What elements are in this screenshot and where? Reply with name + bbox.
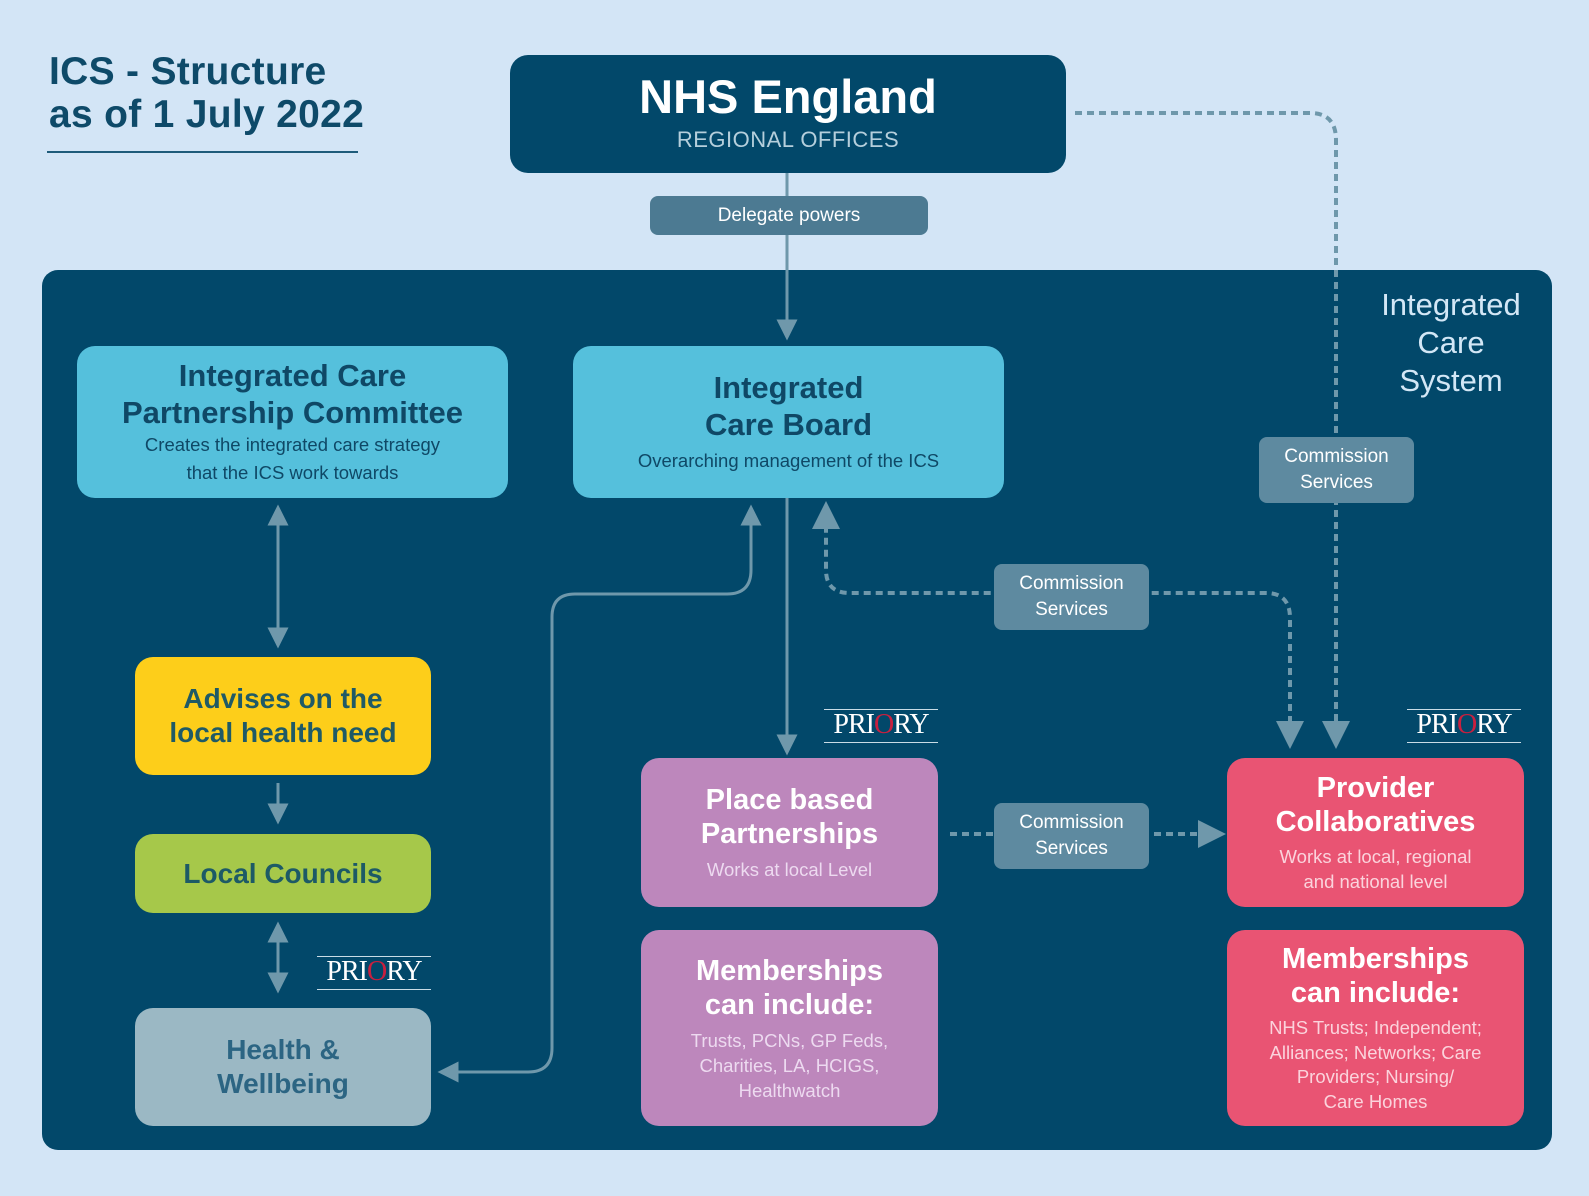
provider-title-line-2: Collaboratives — [1275, 806, 1476, 838]
icb-desc: Overarching management of the ICS — [637, 450, 940, 471]
provider-memberships-title-line-2: can include: — [1290, 977, 1461, 1009]
commission-line-2: Services — [1300, 472, 1373, 493]
provider-desc-line-1: Works at local, regional — [1279, 846, 1472, 867]
icp-desc-line-2: that the ICS work towards — [186, 462, 399, 483]
icp-title-line-1: Integrated Care — [178, 358, 407, 393]
page-title: ICS - Structure as of 1 July 2022 — [49, 50, 364, 136]
place-memberships-desc-line-2: Charities, LA, HCIGS, — [699, 1054, 880, 1076]
connector-icb-wellbeing — [437, 504, 762, 1083]
place-title-line-1: Place based — [705, 784, 874, 816]
icb-title-line-2: Care Board — [704, 407, 873, 442]
commission-line-2: Services — [1035, 599, 1108, 620]
place-desc: Works at local Level — [706, 859, 873, 880]
provider-collaboratives-box: Provider Collaboratives Works at local, … — [1227, 758, 1524, 907]
provider-memberships-desc-line-1: NHS Trusts; Independent; — [1269, 1017, 1482, 1038]
nhs-england-title: NHS England — [639, 70, 937, 123]
title-line-2: as of 1 July 2022 — [49, 93, 365, 136]
place-based-partnerships-box: Place based Partnerships Works at local … — [641, 758, 938, 907]
place-memberships-title-line-2: can include: — [704, 988, 875, 1021]
advises-box: Advises on the local health need — [135, 657, 431, 775]
provider-memberships-desc-line-2: Alliances; Networks; Care — [1269, 1041, 1482, 1063]
commission-line-2: Services — [1035, 838, 1108, 859]
place-memberships-desc-line-1: Trusts, PCNs, GP Feds, — [690, 1029, 889, 1051]
place-memberships-desc-line-3: Healthwatch — [738, 1079, 841, 1101]
commission-line-1: Commission — [1019, 812, 1124, 833]
nhs-england-box: NHS England REGIONAL OFFICES — [510, 55, 1066, 173]
provider-memberships-desc-line-3: Providers; Nursing/ — [1296, 1066, 1455, 1087]
ics-label-line-2: Care — [1417, 325, 1485, 360]
priory-logo: PRIORY — [317, 956, 431, 990]
icb-box: Integrated Care Board Overarching manage… — [573, 346, 1004, 498]
ics-label-line-1: Integrated — [1381, 287, 1521, 322]
icp-desc-line-1: Creates the integrated care strategy — [144, 434, 441, 455]
provider-title-line-1: Provider — [1316, 772, 1435, 804]
provider-memberships-title-line-1: Memberships — [1282, 943, 1469, 975]
title-line-1: ICS - Structure — [49, 50, 327, 93]
nhs-england-subtitle: REGIONAL OFFICES — [676, 127, 900, 152]
local-councils-label: Local Councils — [183, 857, 383, 889]
provider-desc-line-2: and national level — [1303, 870, 1448, 892]
place-memberships-title-line-1: Memberships — [696, 954, 883, 987]
commission-line-1: Commission — [1019, 573, 1124, 594]
health-wellbeing-box: Health & Wellbeing — [135, 1008, 431, 1126]
delegate-powers-label: Delegate powers — [650, 196, 928, 235]
priory-logo: PRIORY — [824, 709, 938, 743]
local-councils-box: Local Councils — [135, 834, 431, 913]
icb-title-line-1: Integrated — [713, 370, 864, 405]
ics-label-line-3: System — [1399, 363, 1503, 398]
provider-memberships-desc-line-4: Care Homes — [1323, 1090, 1428, 1112]
commission-line-1: Commission — [1284, 446, 1389, 467]
advises-line-2: local health need — [169, 717, 397, 748]
health-wellbeing-line-2: Wellbeing — [217, 1068, 349, 1099]
icp-box: Integrated Care Partnership Committee Cr… — [77, 346, 508, 498]
priory-logo: PRIORY — [1407, 709, 1521, 743]
place-memberships-box: Memberships can include: Trusts, PCNs, G… — [641, 930, 938, 1126]
ics-label: Integrated Care System — [1362, 286, 1540, 400]
icp-title-line-2: Partnership Committee — [121, 395, 464, 430]
connector-nhs-to-provider — [1075, 111, 1350, 749]
advises-line-1: Advises on the — [183, 683, 383, 714]
health-wellbeing-line-1: Health & — [226, 1034, 340, 1065]
place-title-line-2: Partnerships — [700, 818, 879, 850]
provider-memberships-box: Memberships can include: NHS Trusts; Ind… — [1227, 930, 1524, 1126]
title-underline — [47, 151, 358, 153]
